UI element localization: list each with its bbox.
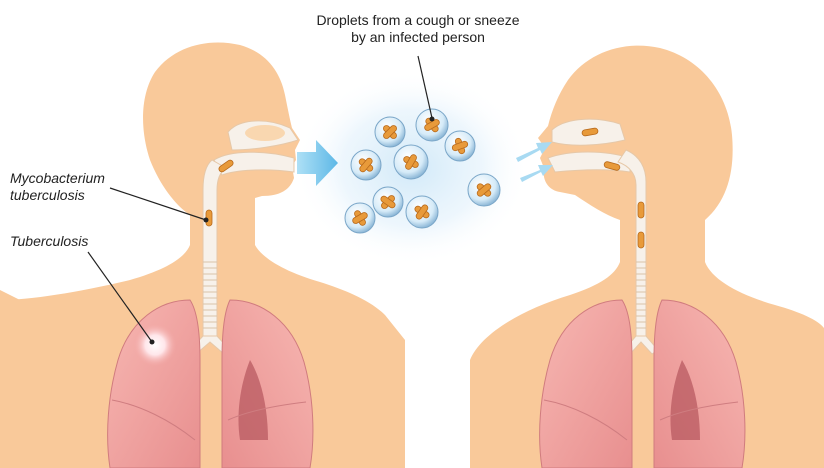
mycobacterium-label: Mycobacterium tuberculosis bbox=[10, 170, 105, 204]
healthy-person-silhouette bbox=[470, 46, 824, 468]
droplet-bubble-icon bbox=[394, 145, 428, 179]
droplet-bubble-icon bbox=[373, 187, 403, 217]
healthy-person bbox=[470, 46, 824, 468]
droplets-label-line2: by an infected person bbox=[300, 29, 536, 46]
droplet-bubble-icon bbox=[351, 150, 381, 180]
droplet-bubble-icon bbox=[406, 196, 438, 228]
droplet-bubble-icon bbox=[416, 109, 448, 141]
mycobacterium-label-line2: tuberculosis bbox=[10, 187, 105, 204]
droplet-bubble-icon bbox=[468, 174, 500, 206]
droplets-label-line1: Droplets from a cough or sneeze bbox=[300, 12, 536, 29]
infection-spot-icon bbox=[133, 323, 177, 367]
tuberculosis-label: Tuberculosis bbox=[10, 233, 88, 250]
droplet-bubble-icon bbox=[345, 203, 375, 233]
droplet-bubble-icon bbox=[445, 131, 475, 161]
droplets-label: Droplets from a cough or sneeze by an in… bbox=[300, 12, 536, 46]
mycobacterium-label-line1: Mycobacterium bbox=[10, 170, 105, 187]
droplet-bubble-icon bbox=[375, 117, 405, 147]
